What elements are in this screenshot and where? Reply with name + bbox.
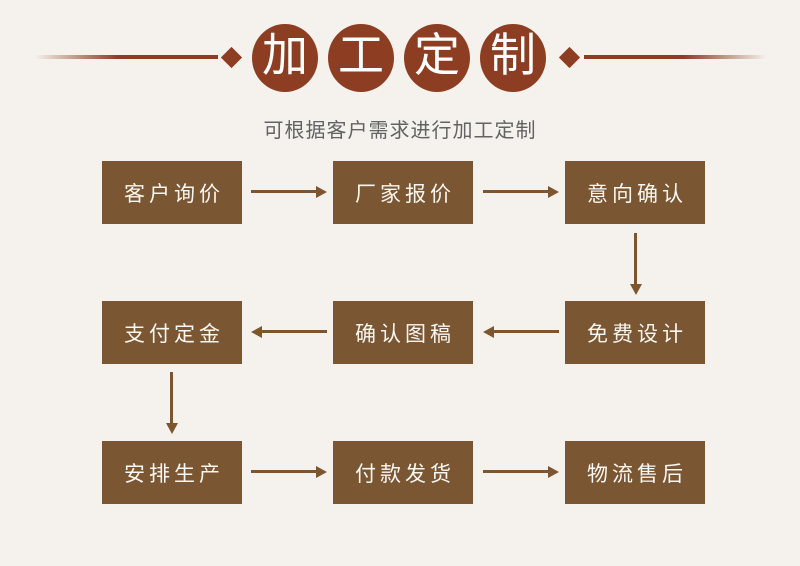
arrow-head [548, 186, 559, 198]
flow-step-label: 免费设计 [587, 321, 687, 346]
arrow-head [316, 186, 327, 198]
flow-step-label: 确认图稿 [355, 321, 455, 346]
flow-step-label: 客户询价 [124, 181, 224, 206]
right-rule-line [584, 55, 766, 59]
flow-step-factory-quote: 厂家报价 [333, 161, 473, 224]
arrow-down-icon [166, 372, 178, 434]
arrow-down-icon [630, 233, 642, 295]
arrow-shaft [251, 470, 318, 473]
left-rule-line [35, 55, 218, 59]
flow-step-payment-shipping: 付款发货 [333, 441, 473, 504]
flow-step-label: 付款发货 [355, 461, 455, 486]
flow-step-free-design: 免费设计 [565, 301, 705, 364]
arrow-right-icon [251, 186, 327, 198]
arrow-head [166, 423, 178, 434]
arrow-right-icon [483, 186, 559, 198]
flow-step-label: 厂家报价 [355, 181, 455, 206]
arrow-right-icon [483, 466, 559, 478]
arrow-left-icon [251, 326, 327, 338]
arrow-head [630, 284, 642, 295]
title-badge-circle: 定 [404, 24, 470, 92]
title-character: 定 [414, 30, 460, 81]
title-character: 工 [338, 30, 384, 81]
flow-step-logistics-aftersales: 物流售后 [565, 441, 705, 504]
arrow-shaft [483, 470, 550, 473]
title-character: 制 [490, 30, 536, 81]
flow-step-label: 支付定金 [124, 321, 224, 346]
title-badge-circle: 加 [252, 24, 318, 92]
flow-step-label: 安排生产 [124, 461, 224, 486]
arrow-shaft [251, 190, 318, 193]
arrow-shaft [492, 330, 559, 333]
arrow-right-icon [251, 466, 327, 478]
subtitle: 可根据客户需求进行加工定制 [263, 120, 537, 142]
arrow-head [483, 326, 494, 338]
arrow-shaft [483, 190, 550, 193]
title-badge-circle: 工 [328, 24, 394, 92]
arrow-shaft [170, 372, 173, 425]
arrow-shaft [634, 233, 637, 286]
flow-step-arrange-production: 安排生产 [102, 441, 242, 504]
arrow-left-icon [483, 326, 559, 338]
flow-step-label: 物流售后 [587, 461, 687, 486]
flow-step-intent-confirm: 意向确认 [565, 161, 705, 224]
arrow-head [316, 466, 327, 478]
title-badge-circle: 制 [480, 24, 546, 92]
arrow-head [251, 326, 262, 338]
left-diamond-icon [220, 46, 243, 69]
arrow-head [548, 466, 559, 478]
arrow-shaft [260, 330, 327, 333]
flow-step-confirm-artwork: 确认图稿 [333, 301, 473, 364]
title-character: 加 [262, 30, 308, 81]
flow-step-customer-inquiry: 客户询价 [102, 161, 242, 224]
flow-step-label: 意向确认 [587, 181, 687, 206]
flow-step-pay-deposit: 支付定金 [102, 301, 242, 364]
right-diamond-icon [558, 46, 581, 69]
